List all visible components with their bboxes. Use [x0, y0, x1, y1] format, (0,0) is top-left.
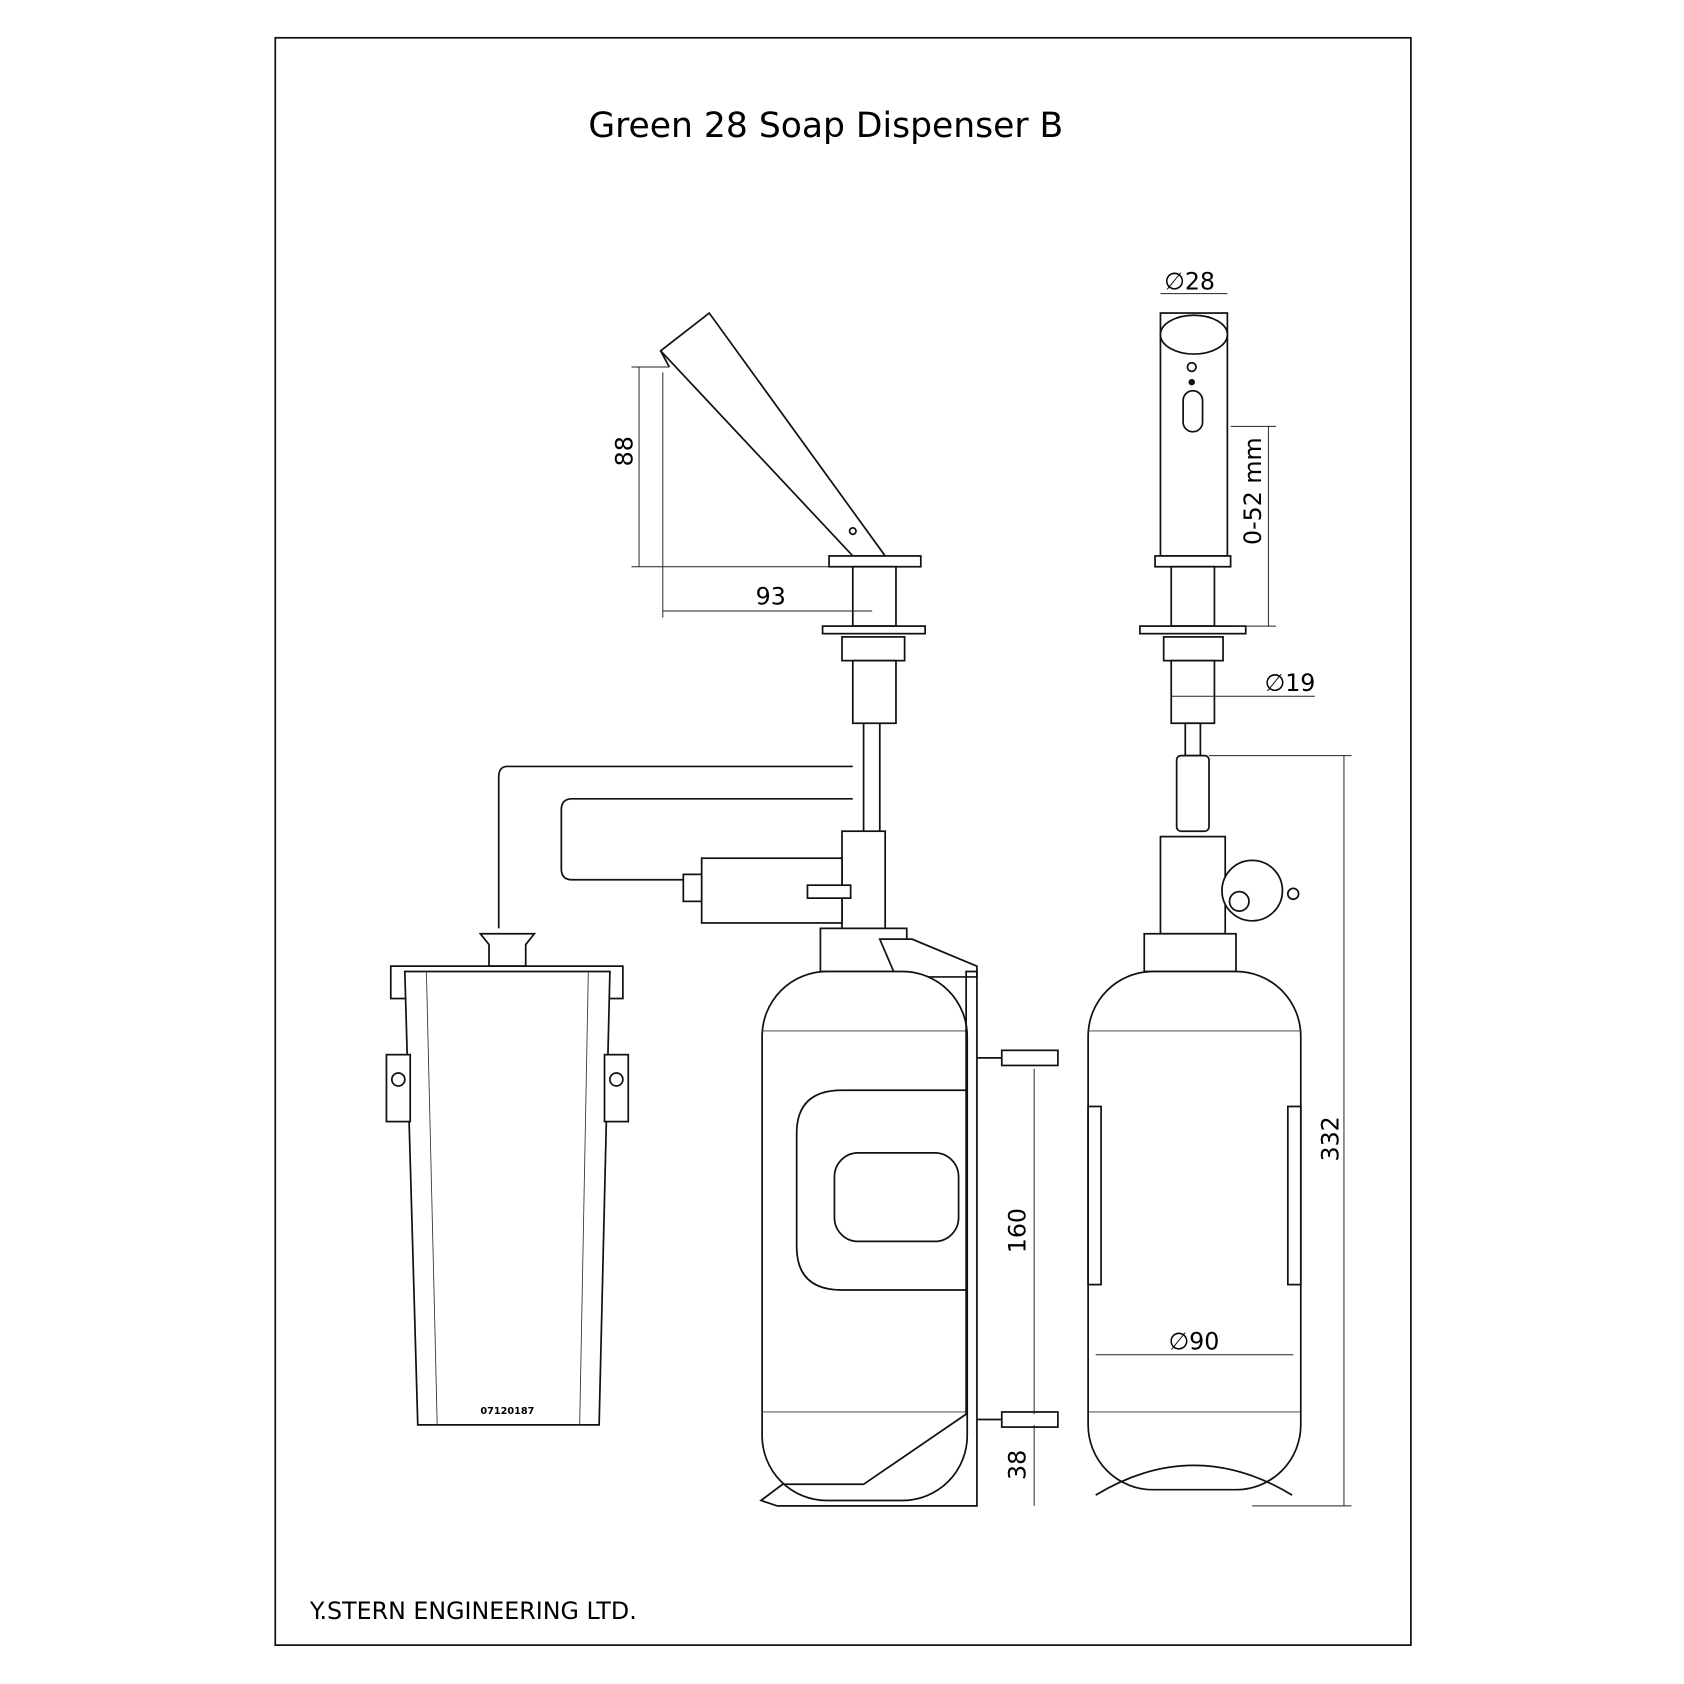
dimension-shank-diameter: ∅19: [1171, 669, 1315, 697]
dimension-bottle-diameter: ∅90: [1095, 1327, 1294, 1355]
dimension-bracket-spacing: 160: [1004, 1068, 1035, 1415]
dimension-spout-diameter: ∅28: [1160, 267, 1228, 295]
dimension-total-height: 332: [1209, 755, 1352, 1507]
dimension-deck-thickness: 0-52 mm: [1230, 425, 1276, 627]
side-view-spout: [497, 311, 926, 930]
side-view-bottle: [759, 927, 1059, 1507]
dim-deck-range: 0-52 mm: [1239, 437, 1267, 545]
dim-28: ∅28: [1164, 267, 1215, 295]
dimension-bottom-offset: 38: [1004, 1424, 1035, 1506]
dim-88: 88: [611, 436, 639, 466]
dimension-spout-height: 88: [611, 366, 830, 568]
dim-90: ∅90: [1168, 1327, 1219, 1355]
company-name: Y.STERN ENGINEERING LTD.: [309, 1597, 637, 1625]
dim-332: 332: [1317, 1116, 1345, 1161]
dim-160: 160: [1004, 1208, 1032, 1253]
dim-38: 38: [1004, 1450, 1032, 1480]
front-view: [1087, 312, 1302, 1496]
part-number: 07120187: [480, 1406, 534, 1417]
soap-cartridge: 07120187: [385, 932, 630, 1426]
drawing-title: Green 28 Soap Dispenser B: [588, 106, 1063, 146]
dim-19: ∅19: [1265, 669, 1316, 697]
dim-93: 93: [756, 583, 786, 611]
dimension-spout-reach: 93: [662, 372, 873, 618]
drawing-frame: [274, 36, 1412, 1647]
